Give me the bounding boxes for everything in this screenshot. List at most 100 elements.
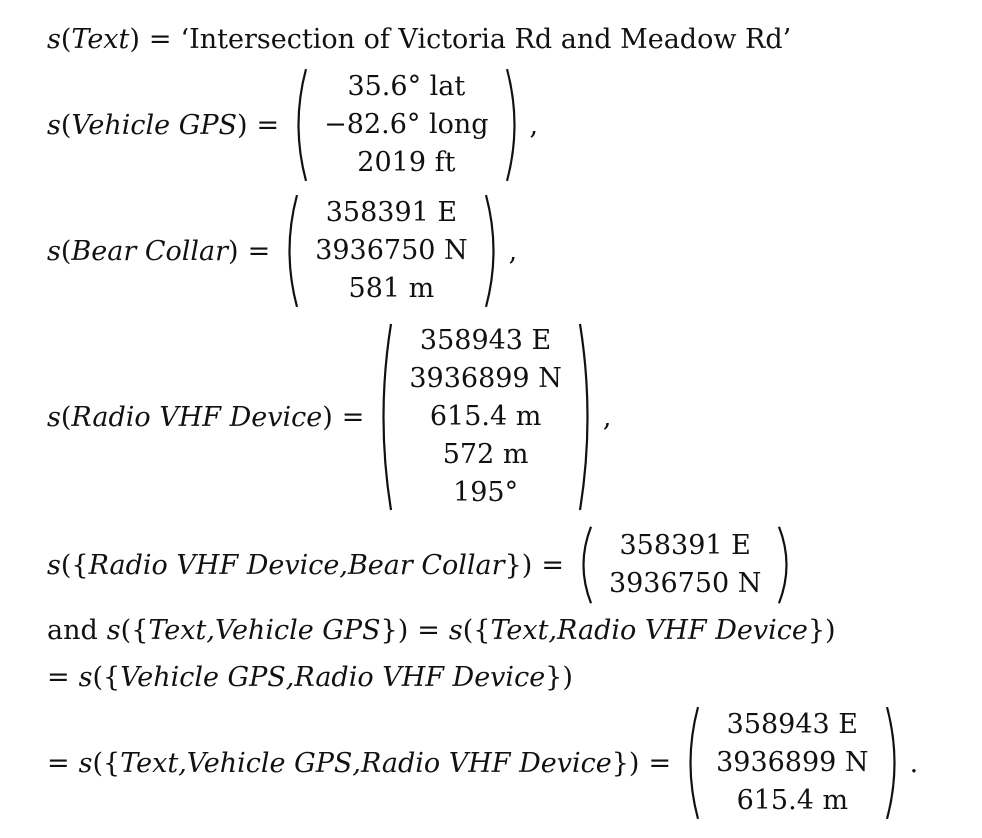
name-radio-vhf: Radio VHF Device — [71, 401, 323, 433]
triple-vector: 358943 E 3936899 N 615.4 m — [680, 706, 904, 820]
function-s: s — [448, 614, 463, 646]
name-bear-collar: Bear Collar — [347, 549, 505, 581]
name-radio-vhf: Radio VHF Device — [557, 614, 808, 646]
brace-open: { — [473, 614, 491, 646]
vector-entry: 358391 E — [619, 530, 751, 561]
paren-close: ) — [825, 614, 836, 646]
name-text: Text — [71, 23, 130, 55]
and-word: and — [47, 614, 98, 646]
paren-close: ) — [521, 549, 533, 581]
equals-sign: = — [247, 235, 271, 267]
left-paren — [373, 322, 395, 512]
period: . — [909, 747, 919, 779]
separator: , — [206, 614, 215, 646]
function-s: s — [47, 401, 61, 433]
brace-open: { — [71, 549, 89, 581]
vector-entry: 3936899 N — [716, 747, 869, 778]
paren-close: ) — [322, 401, 333, 433]
left-paren — [573, 526, 595, 604]
equals-sign: = — [541, 549, 564, 581]
comma: , — [602, 401, 612, 433]
equals-sign: = — [341, 401, 365, 433]
equals-sign: = — [256, 109, 280, 141]
name-text: Text — [148, 614, 207, 646]
brace-close: } — [611, 747, 629, 779]
function-s: s — [78, 747, 93, 779]
paren-open: ( — [60, 23, 72, 55]
text-equation: s ( Text ) = ‘Intersection of Victoria R… — [47, 20, 791, 58]
left-paren — [279, 194, 301, 308]
radio-vhf-equation: s ( Radio VHF Device ) = 358943 E 393689… — [47, 322, 611, 512]
paren-close: ) — [236, 109, 248, 141]
paren-open: ( — [92, 747, 104, 779]
vector-entry: 358943 E — [726, 709, 859, 740]
separator: , — [339, 549, 348, 581]
vector-entry: 35.6° lat — [347, 71, 466, 102]
vehicle-gps-equation: s ( Vehicle GPS ) = 35.6° lat −82.6° lon… — [47, 68, 538, 182]
function-s: s — [47, 549, 61, 581]
function-s: s — [47, 23, 61, 55]
name-bear-collar: Bear Collar — [71, 235, 229, 267]
brace-close: } — [380, 614, 398, 646]
separator: , — [178, 747, 187, 779]
paren-open: ( — [60, 401, 72, 433]
paren-close: ) — [397, 614, 409, 646]
comma: , — [508, 235, 518, 267]
text-value: ‘Intersection of Victoria Rd and Meadow … — [180, 23, 792, 55]
equals-sign: = — [47, 661, 70, 693]
name-radio-vhf: Radio VHF Device — [294, 661, 546, 693]
vector-entry: 581 m — [348, 273, 435, 304]
name-radio-vhf: Radio VHF Device — [360, 747, 612, 779]
vector-entry: 615.4 m — [736, 785, 849, 816]
name-vehicle-gps: Vehicle GPS — [120, 661, 286, 693]
name-text: Text — [120, 747, 179, 779]
vector-entry: 615.4 m — [429, 401, 542, 432]
radio-vhf-vector: 358943 E 3936899 N 615.4 m 572 m 195° — [373, 322, 597, 512]
vector-entry: 3936899 N — [409, 363, 562, 394]
brace-open: { — [103, 747, 121, 779]
paren-close: ) — [562, 661, 573, 693]
name-vehicle-gps: Vehicle GPS — [186, 747, 353, 779]
right-paren — [482, 194, 504, 308]
comma: , — [529, 109, 539, 141]
equals-sign: = — [417, 614, 440, 646]
equals-sign: = — [148, 23, 172, 55]
radio-bear-equation: s ( { Radio VHF Device , Bear Collar } )… — [47, 526, 797, 604]
brace-open: { — [103, 661, 121, 693]
brace-open: { — [131, 614, 149, 646]
triple-equation: = s ( { Text , Vehicle GPS , Radio VHF D… — [47, 706, 918, 820]
function-s: s — [47, 235, 61, 267]
separator: , — [352, 747, 361, 779]
brace-close: } — [504, 549, 522, 581]
paren-open: ( — [462, 614, 474, 646]
paren-open: ( — [60, 109, 72, 141]
bear-collar-vector: 358391 E 3936750 N 581 m — [279, 194, 503, 308]
name-text: Text — [490, 614, 549, 646]
vector-entry: 358943 E — [419, 325, 552, 356]
radio-bear-vector: 358391 E 3936750 N — [573, 526, 797, 604]
brace-close: } — [807, 614, 825, 646]
name-radio-vhf: Radio VHF Device — [88, 549, 340, 581]
function-s: s — [47, 109, 61, 141]
paren-close: ) — [228, 235, 239, 267]
paren-open: ( — [92, 661, 104, 693]
function-s: s — [106, 614, 121, 646]
brace-close: } — [545, 661, 563, 693]
function-s: s — [78, 661, 93, 693]
vector-entry: −82.6° long — [324, 109, 489, 140]
paren-close: ) — [628, 747, 640, 779]
and-equation: and s ( { Text , Vehicle GPS } ) = s ( {… — [47, 611, 836, 649]
paren-open: ( — [120, 614, 132, 646]
paren-close: ) — [129, 23, 140, 55]
right-paren — [503, 68, 525, 182]
vehicle-gps-vector: 35.6° lat −82.6° long 2019 ft — [288, 68, 524, 182]
equals-sign: = — [47, 747, 70, 779]
right-paren — [883, 706, 905, 820]
vector-entry: 572 m — [442, 439, 529, 470]
paren-open: ( — [60, 235, 72, 267]
right-paren — [775, 526, 797, 604]
vehicle-radio-equation: = s ( { Vehicle GPS , Radio VHF Device }… — [47, 658, 573, 696]
bear-collar-equation: s ( Bear Collar ) = 358391 E 3936750 N 5… — [47, 194, 517, 308]
name-vehicle-gps: Vehicle GPS — [71, 109, 237, 141]
separator: , — [285, 661, 295, 693]
